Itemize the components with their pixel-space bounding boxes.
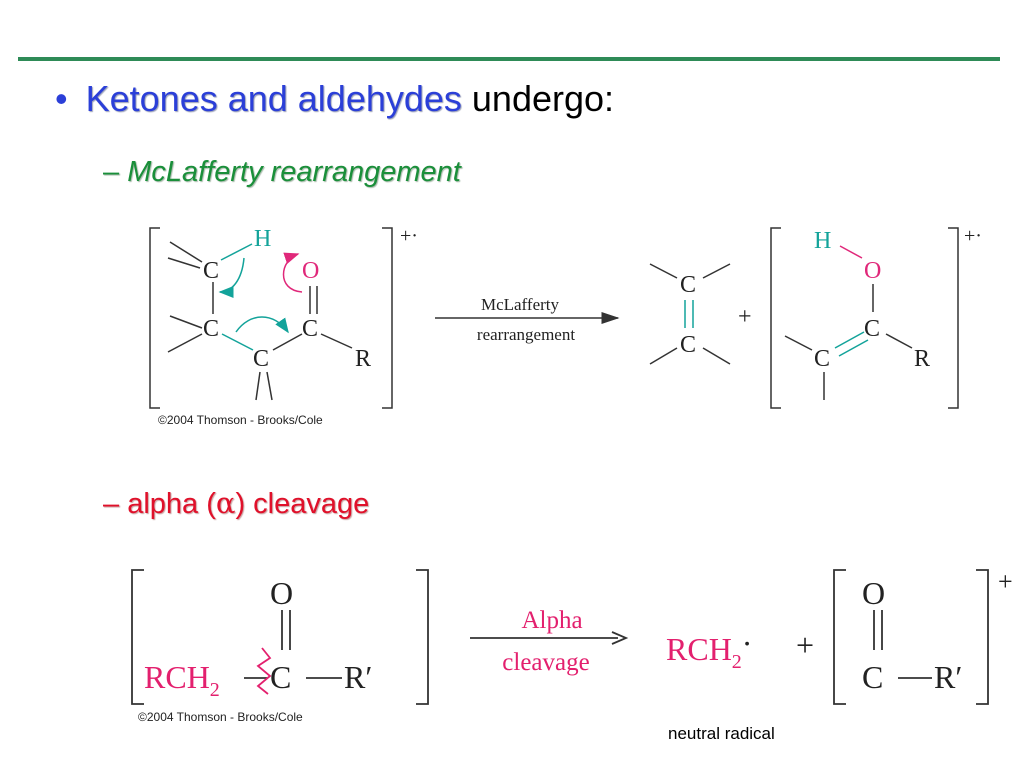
acylium-c: C <box>862 659 883 695</box>
heading-highlight: Ketones and aldehydes <box>85 78 462 119</box>
acylium-r-prime: R′ <box>934 659 962 695</box>
right-bracket-open <box>770 227 781 409</box>
alpha-bracket-open <box>131 569 144 705</box>
alpha-plus: + <box>796 627 814 663</box>
radical-rch2: RCH2· <box>666 625 752 673</box>
sub-bullet-alpha: – alpha (α) cleavage <box>103 486 369 521</box>
bullet-icon: • <box>55 78 68 119</box>
alpha-arrow-bottom: cleavage <box>502 649 589 676</box>
enol-c-left: C <box>814 346 830 372</box>
alpha-symbol: α <box>215 486 236 520</box>
sub-bullet-mclafferty: – McLafferty rearrangement <box>103 156 461 189</box>
left-bracket-close <box>382 227 393 409</box>
alpha-label-prefix: alpha ( <box>127 488 216 520</box>
neutral-radical-note: neutral radical <box>668 724 775 743</box>
mclafferty-figure: +· C H C C C O R ©2004 Thomson - Brooks/… <box>149 225 982 427</box>
atom-r: R <box>355 346 371 372</box>
sub-dash-2: – <box>103 488 120 520</box>
alpha-r-prime: R′ <box>344 659 372 695</box>
fig1-copyright: ©2004 Thomson - Brooks/Cole <box>158 413 323 427</box>
main-bullet: • Ketones and aldehydes undergo: <box>55 78 614 120</box>
atom-o: O <box>302 258 319 284</box>
charge-label-1: +· <box>400 225 418 247</box>
atom-c3: C <box>253 346 269 372</box>
enol-r: R <box>914 346 930 372</box>
alpha-o: O <box>270 575 293 611</box>
arrow-label-rearrangement: rearrangement <box>477 325 575 344</box>
sub-dash: – <box>103 156 120 188</box>
cleavage-squiggle <box>256 647 272 695</box>
alpha-bracket-close <box>416 569 429 705</box>
mclafferty-label: McLafferty rearrangement <box>127 156 461 188</box>
left-bracket-open <box>149 227 160 409</box>
atom-c2: C <box>203 316 219 342</box>
enol-o: O <box>864 258 881 284</box>
rch2-label: RCH2 <box>144 659 220 701</box>
acylium-bracket-close <box>976 569 989 705</box>
arrow-label-mclafferty: McLafferty <box>481 295 560 314</box>
alpha-label-suffix: ) cleavage <box>235 488 370 520</box>
right-bracket-close <box>948 227 959 409</box>
heading-rest: undergo: <box>461 78 615 119</box>
charge-label-2: +· <box>964 225 982 247</box>
alkene-c-top: C <box>680 272 696 298</box>
enol-h: H <box>814 228 831 254</box>
alkene-c-bottom: C <box>680 332 696 358</box>
enol-c-right: C <box>864 316 880 342</box>
fig2-copyright: ©2004 Thomson - Brooks/Cole <box>138 710 303 724</box>
acylium-charge: + <box>998 567 1013 596</box>
alpha-cleavage-figure: RCH2 C R′ O Alpha cleavage RCH2· + + O C… <box>131 567 1013 724</box>
plus-sign-1: + <box>738 304 752 330</box>
acylium-o: O <box>862 575 885 611</box>
acylium-bracket-open <box>833 569 846 705</box>
alpha-c: C <box>270 659 291 695</box>
atom-c4: C <box>302 316 318 342</box>
atom-c1: C <box>203 258 219 284</box>
title-rule <box>18 57 1000 61</box>
alpha-arrow-top: Alpha <box>521 607 582 634</box>
atom-h: H <box>254 226 271 252</box>
